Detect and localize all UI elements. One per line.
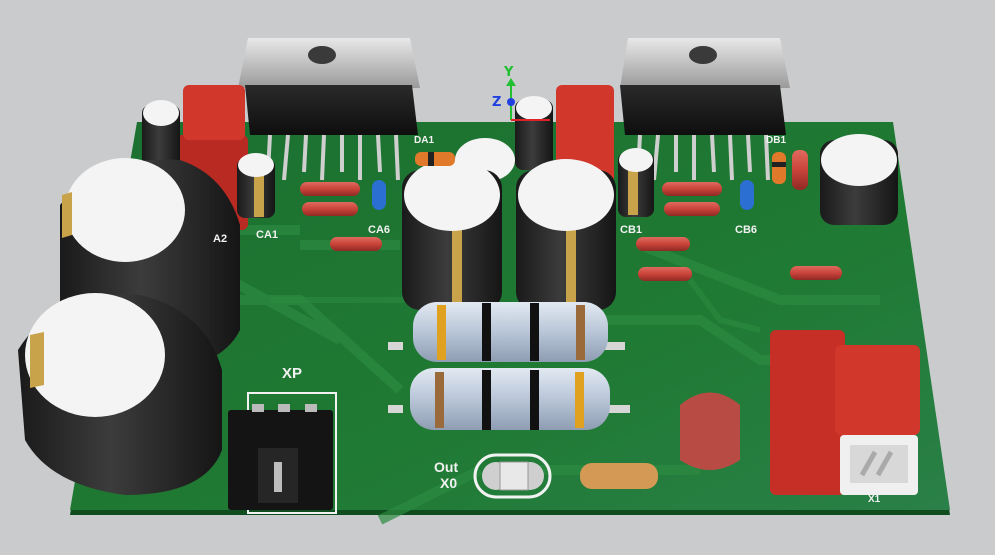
axis-z-label: Z — [492, 95, 501, 110]
connector-x1[interactable] — [840, 435, 918, 495]
capacitor-right[interactable] — [820, 134, 898, 225]
film-capacitor-bottom[interactable] — [680, 392, 740, 471]
capacitor-ceramic-cb6[interactable] — [740, 180, 754, 210]
label-ca1: CA1 — [256, 229, 278, 241]
resistor-vertical-db[interactable] — [792, 150, 808, 190]
diode-da[interactable] — [415, 152, 455, 166]
silkscreen-labels: XP Out X0 X1 DA1 DB1 CA1 A2 CA6 CB1 CB6 — [213, 135, 881, 505]
label-da1: DA1 — [414, 135, 434, 146]
label-out: Out — [434, 459, 458, 475]
axis-gizmo[interactable]: Y Z — [492, 65, 550, 121]
capacitor-middle-top[interactable] — [515, 96, 553, 170]
diode-db[interactable] — [772, 152, 786, 184]
label-cb6: CB6 — [735, 224, 757, 236]
capacitor-ceramic-ca6[interactable] — [372, 180, 386, 210]
capacitor-ca1[interactable] — [237, 153, 275, 218]
label-x1: X1 — [868, 494, 881, 505]
power-resistor-top[interactable] — [388, 302, 625, 362]
film-capacitor-bottom-right[interactable] — [770, 330, 920, 495]
capacitor-cb1[interactable] — [618, 148, 654, 217]
axis-y-label: Y — [503, 65, 514, 80]
ic-right[interactable] — [620, 38, 790, 181]
resistor-group-left[interactable] — [300, 182, 382, 251]
label-cb1: CB1 — [620, 224, 642, 236]
connector-xp[interactable] — [228, 392, 337, 514]
resistor-bottom-tan[interactable] — [580, 463, 658, 489]
output-pad-x0[interactable] — [473, 453, 552, 499]
capacitor-large-middle-2[interactable] — [516, 159, 616, 310]
capacitor-huge-bottom[interactable] — [18, 293, 222, 495]
label-db1: DB1 — [766, 135, 786, 146]
resistor-group-right[interactable] — [636, 182, 842, 281]
label-ca2: A2 — [213, 233, 227, 245]
capacitor-large-middle-1[interactable] — [402, 159, 502, 310]
label-xp: XP — [282, 365, 302, 382]
label-x0: X0 — [440, 475, 457, 491]
power-resistor-bottom[interactable] — [388, 368, 630, 430]
label-ca6: CA6 — [368, 224, 390, 236]
